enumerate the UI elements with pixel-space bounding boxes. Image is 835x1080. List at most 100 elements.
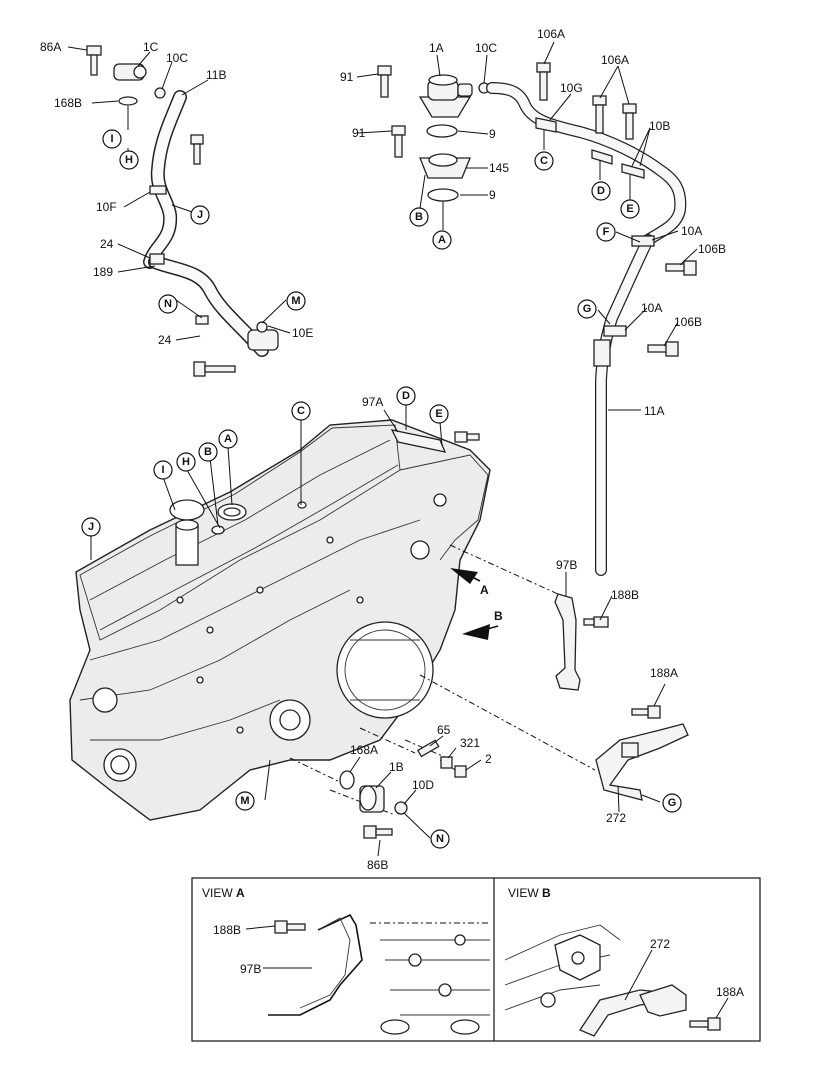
label-11a: 11A [644, 404, 664, 418]
svg-text:G: G [583, 303, 592, 315]
circled-markers: I H J N M B A C D E F G D E C B A H I J … [81, 129, 682, 849]
plug-321[interactable] [440, 756, 453, 769]
view-a-bracket-97b [268, 913, 363, 1016]
label-1b: 1B [389, 760, 404, 774]
bolt-188a[interactable] [631, 705, 661, 719]
pin-65[interactable] [416, 739, 440, 758]
marker-h-top: H [119, 150, 139, 170]
pipe-collar [593, 339, 611, 367]
bracket-10g[interactable] [535, 117, 557, 133]
label-97a: 97A [362, 395, 383, 409]
svg-text:A: A [224, 433, 232, 445]
view-b-bracket-272 [579, 984, 687, 1037]
marker-m-top: M [286, 291, 306, 311]
marker-n-bottom: N [430, 829, 450, 849]
o-ring-168a[interactable] [339, 770, 355, 790]
dowel-2[interactable] [454, 765, 467, 778]
clamp-10f[interactable] [149, 185, 167, 195]
bolt-91-lower[interactable] [391, 125, 406, 158]
label-10f: 10F [96, 200, 117, 214]
bolt-106a-1[interactable] [536, 62, 551, 101]
label-10c-left: 10C [166, 51, 188, 65]
svg-text:A: A [438, 234, 446, 246]
marker-c-top: C [534, 151, 554, 171]
svg-text:I: I [110, 133, 113, 145]
label-9b: 9 [489, 188, 496, 202]
label-2: 2 [485, 752, 492, 766]
label-10a-1: 10A [681, 224, 702, 238]
bolt-106b-lower[interactable] [647, 341, 679, 357]
clip-10d[interactable] [394, 801, 408, 815]
bolt-106a-2[interactable] [592, 95, 607, 134]
label-97b: 97B [556, 558, 577, 572]
label-10b: 10B [649, 119, 670, 133]
clamp-24-upper[interactable] [149, 253, 165, 265]
svg-text:J: J [88, 521, 94, 533]
label-168b: 168B [54, 96, 82, 110]
marker-a-engine: A [218, 429, 238, 449]
bolt-91-upper[interactable] [377, 65, 392, 98]
bracket-97a[interactable] [390, 429, 447, 453]
svg-text:M: M [240, 795, 249, 807]
oil-filler-cap [169, 499, 205, 566]
bolt-106a-3[interactable] [622, 103, 637, 140]
marker-h-engine: H [176, 452, 196, 472]
view-b-boss [540, 934, 601, 1008]
bolt-97a[interactable] [454, 431, 480, 443]
clamp-10a-lower[interactable] [603, 325, 627, 337]
clip-10c-left[interactable] [154, 87, 166, 99]
label-321: 321 [460, 736, 480, 750]
bracket-10b-2[interactable] [621, 163, 645, 179]
marker-j-engine: J [81, 517, 101, 537]
marker-d-top: D [591, 181, 611, 201]
label-188a: 188A [650, 666, 678, 680]
arrow-label-b: B [494, 609, 503, 623]
label-106a-2: 106A [601, 53, 629, 67]
clamp-24-lower[interactable] [195, 315, 209, 325]
label-168a: 168A [350, 743, 378, 757]
o-ring-168b[interactable] [118, 96, 138, 106]
pipe-fitting-10e[interactable] [247, 321, 279, 351]
o-ring-9-upper[interactable] [426, 124, 458, 138]
label-106b-1: 106B [698, 242, 726, 256]
marker-e-top: E [620, 199, 640, 219]
svg-text:H: H [125, 154, 133, 166]
label-91b: 91 [352, 126, 366, 140]
engine-block [69, 419, 491, 821]
label-11b: 11B [206, 68, 226, 82]
view-b-title: VIEW B [508, 886, 551, 900]
marker-g-top: G [577, 299, 597, 319]
thermostat-assembly [356, 54, 490, 230]
label-24a: 24 [100, 237, 114, 251]
label-10e: 10E [292, 326, 313, 340]
label-10a-2: 10A [641, 301, 662, 315]
bolt-86b[interactable] [363, 825, 393, 839]
clamp-10a-upper[interactable] [631, 235, 655, 247]
bolt-upper-hose[interactable] [190, 134, 204, 165]
bolt-lower-left[interactable] [193, 361, 236, 377]
view-inset-box [191, 877, 761, 1042]
fitting-1c[interactable] [113, 63, 147, 81]
bracket-10b-1[interactable] [591, 149, 613, 165]
gasket-145[interactable] [419, 153, 471, 179]
o-ring-9-lower[interactable] [427, 188, 459, 202]
bolt-188b[interactable] [583, 616, 609, 628]
view-b-label-272: 272 [650, 937, 670, 951]
thermostat-housing-1a[interactable] [418, 74, 473, 118]
view-b-inset: VIEW B 272 188A [504, 886, 744, 1037]
outlet-1b[interactable] [359, 785, 385, 813]
marker-i-engine: I [153, 460, 173, 480]
marker-g-bottom: G [662, 793, 682, 813]
label-1c: 1C [143, 40, 159, 54]
label-24b: 24 [158, 333, 172, 347]
svg-text:B: B [204, 446, 212, 458]
bolt-86a[interactable] [86, 45, 102, 76]
bracket-97b[interactable] [554, 593, 581, 691]
svg-text:M: M [291, 295, 300, 307]
view-a-title: VIEW A [202, 886, 245, 900]
view-a-inset: VIEW A 188B 97B [202, 886, 490, 1035]
svg-text:I: I [161, 464, 164, 476]
bolt-106b-upper[interactable] [665, 260, 697, 276]
bracket-272[interactable] [595, 723, 689, 801]
